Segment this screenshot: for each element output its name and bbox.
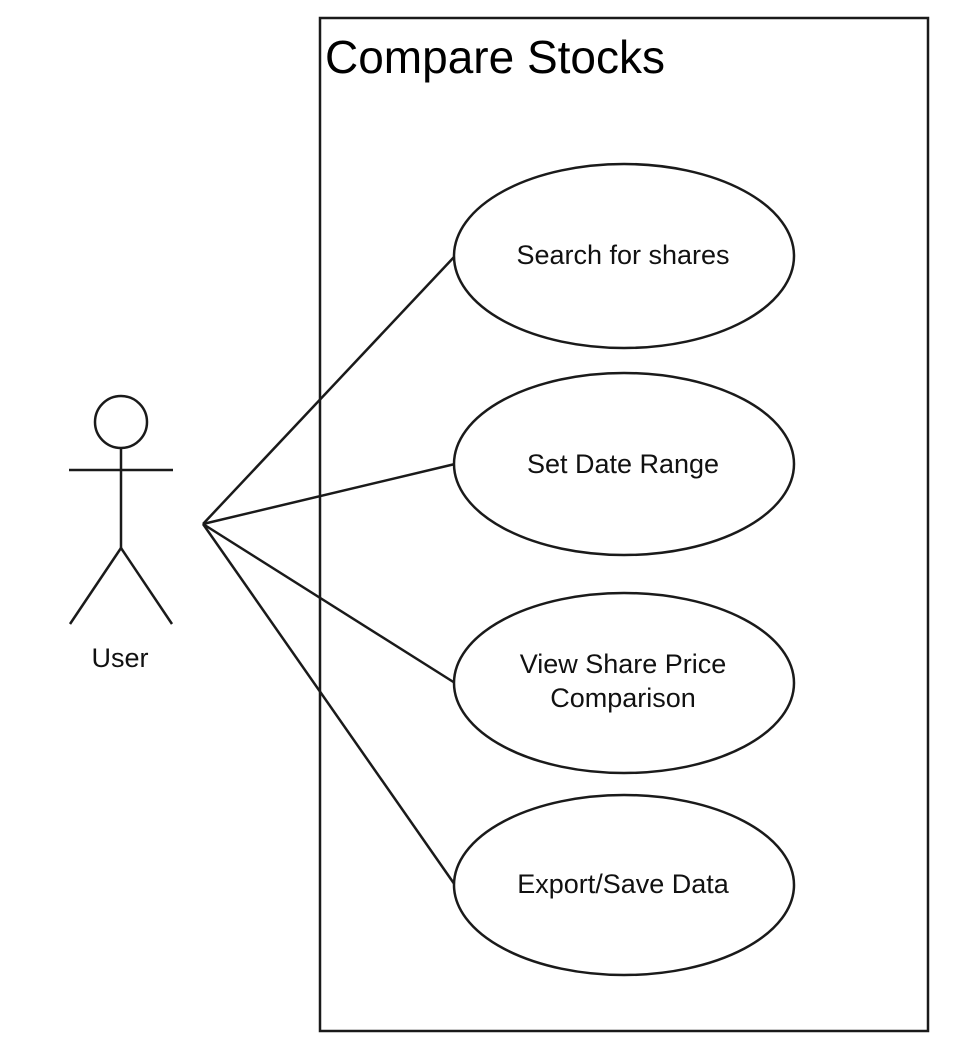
actor-left-leg	[68, 547, 123, 625]
actor-stick-figure	[68, 394, 174, 625]
use-case-label-search-for-shares: Search for shares	[453, 238, 793, 272]
actor-label: User	[91, 643, 149, 673]
association-export-save-data	[201, 523, 457, 886]
system-title: Compare Stocks	[325, 31, 666, 83]
use-case-set-date-range	[452, 371, 796, 557]
association-view-share-price-comparison	[202, 522, 456, 685]
actor-right-leg	[119, 547, 174, 625]
use-case-view-share-price-comparison	[452, 591, 796, 775]
association-search-for-shares	[202, 255, 456, 525]
use-case-label-line: Search for shares	[516, 240, 730, 270]
use-case-label-line: Comparison	[550, 683, 696, 713]
use-case-export-save-data	[452, 793, 796, 977]
use-case-label-line: Set Date Range	[526, 449, 720, 479]
use-case-label-line: View Share Price	[519, 649, 727, 679]
use-case-label-set-date-range: Set Date Range	[453, 447, 793, 481]
use-case-label-export-save-data: Export/Save Data	[453, 867, 793, 901]
use-case-search-for-shares	[452, 162, 796, 350]
actor-head	[93, 394, 149, 450]
use-case-label-line: Export/Save Data	[517, 869, 729, 899]
association-set-date-range	[202, 462, 456, 526]
use-case-label-view-share-price-comparison: View Share Price Comparison	[453, 647, 793, 715]
system-boundary	[318, 16, 930, 1033]
